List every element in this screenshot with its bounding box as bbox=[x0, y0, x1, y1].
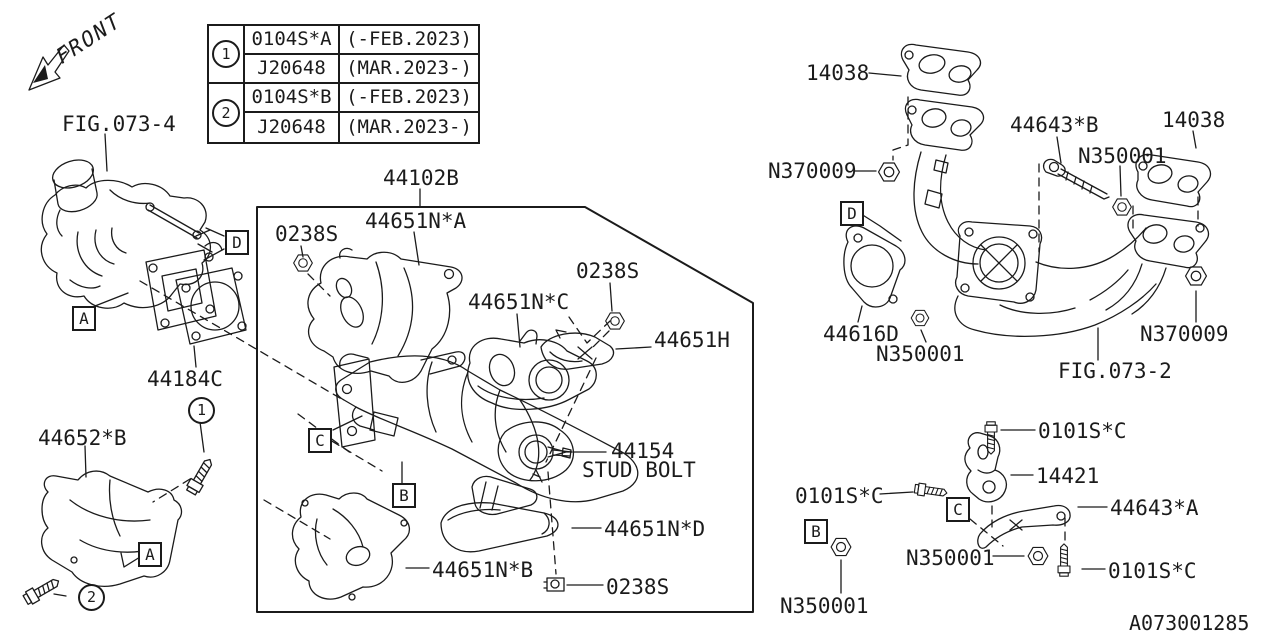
part-label-44643a: 44643*A bbox=[1110, 496, 1199, 520]
part-label-44102b: 44102B bbox=[383, 166, 459, 190]
part-label-44651na: 44651N*A bbox=[365, 209, 467, 233]
table-part-cell: 0104S*B bbox=[245, 84, 340, 113]
section-box-d: D bbox=[840, 201, 864, 226]
part-label-n350001: N350001 bbox=[1078, 144, 1167, 168]
section-box-c: C bbox=[308, 428, 332, 453]
bolt-icon bbox=[913, 482, 949, 500]
callout-number-badge: 2 bbox=[212, 99, 240, 127]
nut-icon bbox=[1027, 546, 1049, 566]
section-box-b: B bbox=[804, 519, 828, 544]
part-label-n370009: N370009 bbox=[1140, 322, 1229, 346]
part-label-44651nd: 44651N*D bbox=[604, 517, 706, 541]
diagram-id: A073001285 bbox=[1129, 611, 1250, 635]
leader-lines bbox=[53, 72, 1197, 597]
part-label-0238s: 0238S bbox=[606, 575, 670, 599]
part-label-n350001: N350001 bbox=[780, 594, 869, 618]
part-label-44643b: 44643*B bbox=[1010, 113, 1099, 137]
part-label-0238s: 0238S bbox=[576, 259, 640, 283]
part-label-0101sc: 0101S*C bbox=[1108, 559, 1197, 583]
part-label-44651h: 44651H bbox=[654, 328, 730, 352]
section-box-b: B bbox=[392, 483, 416, 508]
part-label-14421: 14421 bbox=[1036, 464, 1100, 488]
part-label-44651nc: 44651N*C bbox=[468, 290, 570, 314]
nut-icon bbox=[830, 537, 852, 557]
part-label-0238s: 0238S bbox=[275, 222, 339, 246]
table-callout-cell: 1 bbox=[209, 26, 245, 84]
table-range-cell: (-FEB.2023) bbox=[340, 26, 478, 55]
bracket-14421-drawing bbox=[964, 432, 1008, 503]
part-label-44616d: 44616D bbox=[823, 322, 899, 346]
bolt-icon bbox=[984, 421, 998, 455]
nut-icon bbox=[877, 162, 901, 182]
part-label-n370009: N370009 bbox=[768, 159, 857, 183]
stud-bolt-44154-drawing bbox=[547, 446, 573, 458]
part-label-14038: 14038 bbox=[806, 61, 870, 85]
nut-icon bbox=[1184, 266, 1208, 286]
part-label-n350001: N350001 bbox=[876, 342, 965, 366]
gasket-44184c-drawing bbox=[175, 267, 247, 345]
nut-icon bbox=[605, 312, 625, 330]
callout-number-badge: 1 bbox=[188, 397, 215, 424]
part-label-44651nb: 44651N*B bbox=[432, 558, 534, 582]
figure-ref-073-4: FIG.073-4 bbox=[62, 112, 176, 136]
part-label-0101sc: 0101S*C bbox=[1038, 419, 1127, 443]
manifold-assembly-drawing bbox=[904, 98, 1210, 337]
section-box-a: A bbox=[72, 306, 96, 331]
part-label-14038: 14038 bbox=[1162, 108, 1226, 132]
shield-44651h-drawing bbox=[540, 329, 615, 370]
heat-shield-44651na-drawing bbox=[307, 247, 466, 383]
heat-shield-44652b-drawing bbox=[41, 470, 183, 587]
bolt-icon bbox=[1057, 543, 1071, 577]
table-range-cell: (MAR.2023-) bbox=[346, 116, 472, 138]
section-box-d: D bbox=[225, 230, 249, 255]
heat-shield-44651nc-drawing bbox=[467, 329, 597, 411]
bolt-icon bbox=[21, 574, 63, 607]
part-label-stud-bolt: STUD BOLT bbox=[582, 458, 696, 482]
gasket-14038-left-drawing bbox=[900, 43, 982, 96]
table-part-cell: J20648 bbox=[245, 55, 340, 84]
bolt-icon bbox=[184, 455, 217, 497]
front-direction-arrow bbox=[28, 44, 70, 91]
part-label-44652b: 44652*B bbox=[38, 426, 127, 450]
nut-icon bbox=[1112, 198, 1132, 216]
section-box-c: C bbox=[946, 497, 970, 522]
callout-number-badge: 1 bbox=[212, 40, 240, 68]
table-part-cell: J20648 bbox=[245, 113, 340, 142]
heat-shield-44651nb-drawing bbox=[291, 492, 410, 601]
applicability-table: 1 0104S*A (-FEB.2023) J20648 (MAR.2023-)… bbox=[207, 24, 480, 144]
table-part-cell: 0104S*A bbox=[245, 26, 340, 55]
callout-number-badge: 2 bbox=[78, 584, 105, 611]
part-label-0101sc: 0101S*C bbox=[795, 484, 884, 508]
stay-44643a-drawing bbox=[977, 504, 1071, 549]
detail-frame-box bbox=[256, 206, 754, 613]
part-label-44154: 44154 bbox=[611, 439, 675, 463]
heat-shield-44651nd-drawing bbox=[440, 475, 559, 553]
nut-icon bbox=[543, 577, 565, 592]
part-label-n350001: N350001 bbox=[906, 546, 995, 570]
figure-ref-073-2: FIG.073-2 bbox=[1058, 359, 1172, 383]
table-range-cell: (MAR.2023-) bbox=[340, 55, 478, 84]
table-callout-cell: 2 bbox=[209, 84, 245, 142]
gasket-14038-right-drawing bbox=[1135, 153, 1212, 208]
stay-44643b-drawing bbox=[1042, 158, 1110, 200]
turbo-assembly-drawing bbox=[40, 159, 223, 331]
gasket-44616d-drawing bbox=[843, 225, 906, 308]
table-range-cell: (-FEB.2023) bbox=[340, 84, 478, 113]
nut-icon bbox=[910, 309, 930, 327]
part-label-44184c: 44184C bbox=[147, 367, 223, 391]
converter-assembly-drawing bbox=[333, 353, 639, 503]
assembly-dashed-lines bbox=[139, 96, 1199, 575]
section-box-a: A bbox=[138, 542, 162, 567]
